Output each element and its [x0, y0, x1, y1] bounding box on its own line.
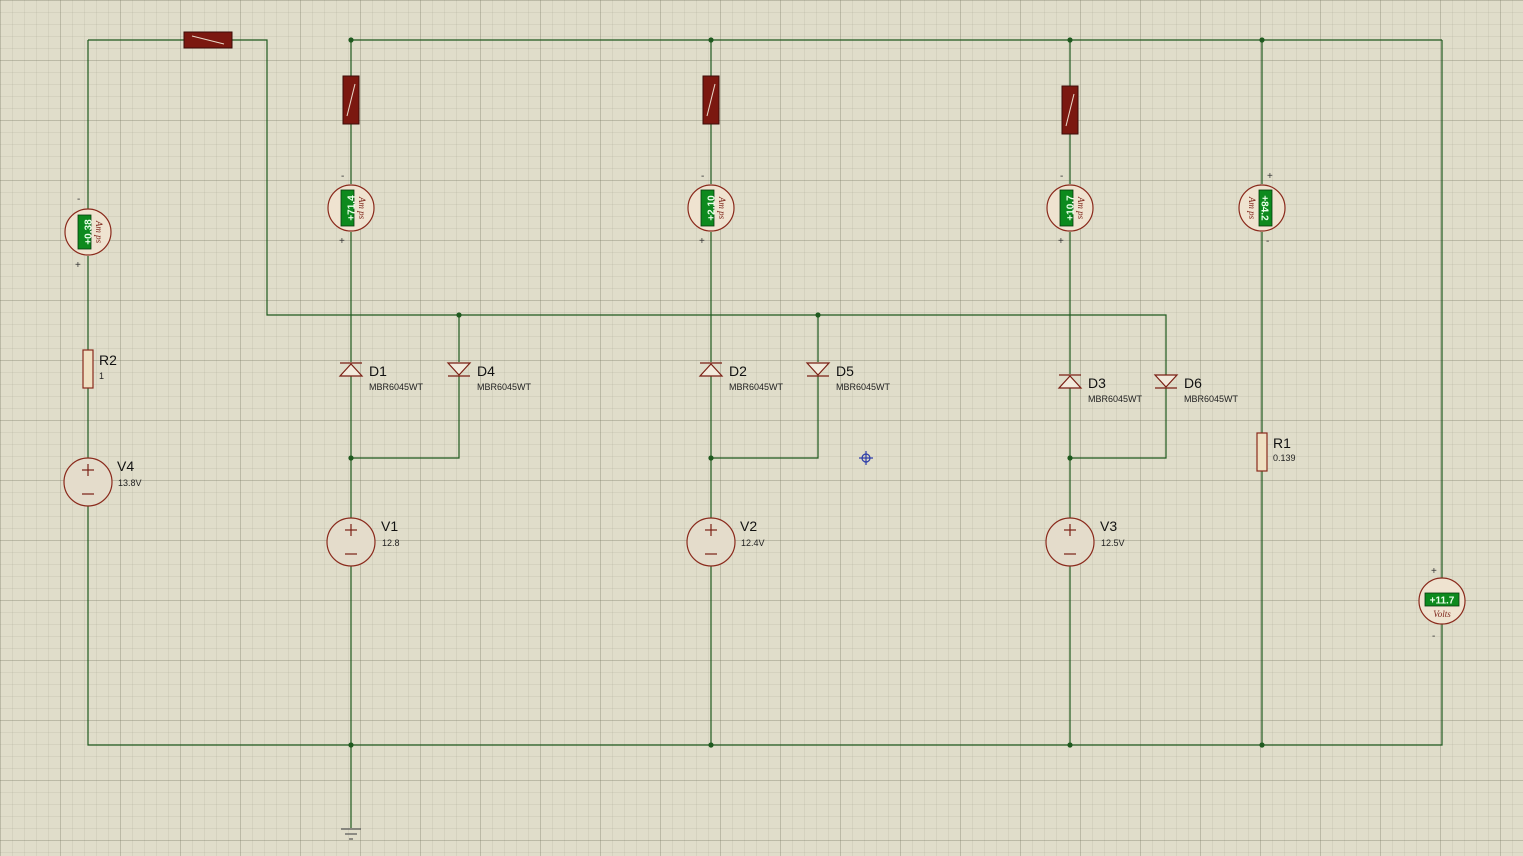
- ammeter-branch-2[interactable]: +2.10 Am ps - +: [687, 171, 735, 247]
- ammeter-load-minus: -: [1266, 236, 1269, 247]
- diode-d3[interactable]: D3 MBR6045WT: [1057, 374, 1143, 404]
- wire-d5-bottom: [711, 376, 819, 459]
- junctions: [348, 37, 1265, 748]
- diode-d2[interactable]: D2 MBR6045WT: [698, 362, 784, 392]
- source-v3-ref: V3: [1100, 518, 1117, 534]
- resistor-r1[interactable]: R1 0.139: [1256, 432, 1296, 472]
- ammeter-v4[interactable]: +0.38 Am ps - +: [64, 194, 112, 271]
- fuse-branch-3[interactable]: [1061, 85, 1079, 135]
- diode-d2-ref: D2: [729, 363, 747, 379]
- resistor-r1-ref: R1: [1273, 435, 1291, 451]
- diode-d4-ref: D4: [477, 363, 495, 379]
- ground-symbol[interactable]: [341, 828, 361, 840]
- diode-d5[interactable]: D5 MBR6045WT: [805, 362, 891, 392]
- ammeter-v4-minus: -: [77, 194, 80, 205]
- diode-d5-value: MBR6045WT: [836, 382, 891, 392]
- fuse-branch-2[interactable]: [702, 75, 720, 125]
- ammeter-v4-unit: Am ps: [94, 220, 104, 244]
- ammeter-branch-3[interactable]: +10.7 Am ps - +: [1046, 171, 1094, 247]
- diode-d6-value: MBR6045WT: [1184, 394, 1239, 404]
- ammeter-branch-1-reading: +71.4: [347, 195, 358, 221]
- voltmeter-reading: +11.7: [1430, 596, 1455, 607]
- ammeter-load-unit: Am ps: [1247, 196, 1257, 220]
- ammeter-branch-3-reading: +10.7: [1066, 195, 1077, 221]
- ammeter-v4-reading: +0.38: [84, 219, 95, 245]
- source-v4-ref: V4: [117, 458, 134, 474]
- source-v3[interactable]: V3 12.5V: [1045, 517, 1125, 567]
- junction-dot: [348, 742, 354, 748]
- diode-d4[interactable]: D4 MBR6045WT: [446, 362, 532, 392]
- junction-dot: [1259, 37, 1265, 43]
- source-v2-ref: V2: [740, 518, 757, 534]
- diode-d6[interactable]: D6 MBR6045WT: [1153, 374, 1239, 404]
- resistor-r2-value: 1: [99, 371, 104, 381]
- junction-dot: [348, 37, 354, 43]
- ammeter-branch-2-plus: +: [699, 236, 705, 247]
- junction-dot: [456, 312, 462, 318]
- diode-d2-value: MBR6045WT: [729, 382, 784, 392]
- ammeter-branch-3-minus: -: [1060, 171, 1063, 182]
- junction-dot: [708, 742, 714, 748]
- diode-d1-value: MBR6045WT: [369, 382, 424, 392]
- ammeter-branch-2-minus: -: [701, 171, 704, 182]
- ammeter-branch-1[interactable]: +71.4 Am ps - +: [327, 171, 375, 247]
- ammeter-v4-plus: +: [75, 260, 81, 271]
- junction-dot: [815, 312, 821, 318]
- resistor-r1-value: 0.139: [1273, 453, 1296, 463]
- ammeter-branch-1-unit: Am ps: [357, 196, 367, 220]
- junction-dot: [1259, 742, 1265, 748]
- diode-d1-ref: D1: [369, 363, 387, 379]
- ammeter-load-reading: +84.2: [1259, 195, 1270, 221]
- ammeter-branch-3-unit: Am ps: [1076, 196, 1086, 220]
- ammeter-branch-2-reading: +2.10: [707, 195, 718, 221]
- diode-d6-ref: D6: [1184, 375, 1202, 391]
- voltmeter-unit: Volts: [1433, 609, 1451, 619]
- voltmeter-minus: -: [1432, 631, 1435, 642]
- diode-d3-ref: D3: [1088, 375, 1106, 391]
- diode-d4-value: MBR6045WT: [477, 382, 532, 392]
- junction-dot: [1067, 455, 1073, 461]
- source-v1-value: 12.8: [382, 538, 400, 548]
- ammeter-branch-2-unit: Am ps: [717, 196, 727, 220]
- ammeter-branch-3-plus: +: [1058, 236, 1064, 247]
- junction-dot: [348, 455, 354, 461]
- resistor-r2-ref: R2: [99, 352, 117, 368]
- diode-d5-ref: D5: [836, 363, 854, 379]
- diode-d3-value: MBR6045WT: [1088, 394, 1143, 404]
- ammeter-branch-1-minus: -: [341, 171, 344, 182]
- source-v1[interactable]: V1 12.8: [326, 517, 400, 567]
- wire-fuse-right: [232, 39, 1167, 376]
- diode-d1[interactable]: D1 MBR6045WT: [338, 362, 424, 392]
- fuse-top[interactable]: [183, 31, 233, 49]
- source-v1-ref: V1: [381, 518, 398, 534]
- ammeter-load[interactable]: +84.2 Am ps + -: [1238, 171, 1286, 247]
- source-v3-value: 12.5V: [1101, 538, 1125, 548]
- source-v2-value: 12.4V: [741, 538, 765, 548]
- resistor-r2[interactable]: R2 1: [82, 349, 117, 389]
- wires: [87, 39, 1443, 828]
- ammeter-load-plus: +: [1267, 171, 1273, 182]
- wire-d6-bottom: [1070, 388, 1167, 459]
- junction-dot: [1067, 742, 1073, 748]
- source-v4[interactable]: V4 13.8V: [63, 457, 142, 507]
- junction-dot: [708, 37, 714, 43]
- junction-dot: [1067, 37, 1073, 43]
- voltmeter-output[interactable]: +11.7 Volts + -: [1418, 566, 1466, 642]
- junction-dot: [708, 455, 714, 461]
- voltmeter-plus: +: [1431, 566, 1437, 577]
- fuse-branch-1[interactable]: [342, 75, 360, 125]
- wire-d4-bottom: [351, 376, 460, 459]
- source-v2[interactable]: V2 12.4V: [686, 517, 765, 567]
- ammeter-branch-1-plus: +: [339, 236, 345, 247]
- crosshair-cursor-icon: [859, 451, 873, 465]
- wire-v4-bottom: [87, 506, 1443, 746]
- source-v4-value: 13.8V: [118, 478, 142, 488]
